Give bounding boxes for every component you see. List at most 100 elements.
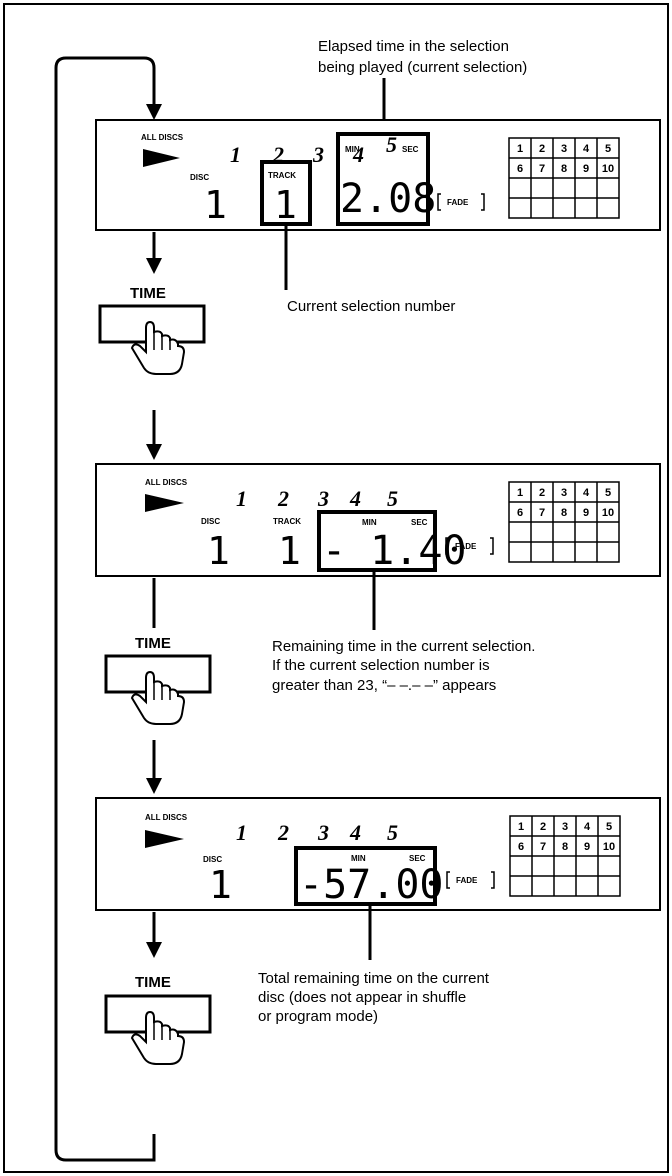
display-panel-2: ALL DISCS 1 2 3 4 5 DISC 1 TRACK 1 MIN S… (95, 463, 661, 577)
caption-remaining-line1: Remaining time in the current selection. (272, 638, 535, 655)
grid-track-number: 10 (602, 163, 614, 175)
time-button-3[interactable]: TIME (104, 974, 212, 1065)
disc-label: DISC (190, 173, 209, 182)
disc-readout: 1 (207, 529, 230, 573)
caption-elapsed-line2: being played (current selection) (318, 59, 527, 76)
caption-remaining-line2: If the current selection number is (272, 657, 490, 674)
time-button-label-3: TIME (135, 974, 171, 991)
display-panel-3: ALL DISCS 1 2 3 4 5 DISC 1 MIN SEC -57.0… (95, 797, 661, 911)
min-label: MIN (345, 145, 360, 154)
grid-track-number: 6 (517, 507, 523, 519)
time-readout: - 1.40 (322, 528, 467, 574)
grid-track-number: 3 (561, 143, 567, 155)
min-label: MIN (362, 518, 377, 527)
disc-label: DISC (201, 517, 220, 526)
grid-track-number: 9 (583, 507, 589, 519)
fade-bracket (445, 537, 494, 555)
pressing-hand-icon (130, 320, 186, 375)
time-highlight-box (294, 846, 437, 906)
pressing-hand-icon (130, 1010, 186, 1065)
disc-indicator-4: 4 (349, 486, 361, 511)
all-discs-label: ALL DISCS (145, 478, 188, 487)
grid-track-number: 4 (584, 821, 591, 833)
grid-track-number: 3 (561, 487, 567, 499)
grid-track-number: 5 (605, 143, 611, 155)
grid-track-number: 4 (583, 143, 590, 155)
fade-bracket (437, 193, 485, 211)
disc-indicator-3: 3 (317, 820, 329, 845)
disc-indicator-4: 4 (352, 142, 364, 167)
grid-track-number: 1 (517, 487, 523, 499)
caption-total-line1: Total remaining time on the current (258, 970, 490, 987)
play-indicator-icon (145, 494, 184, 512)
outer-frame (3, 3, 669, 1173)
caption-current-selection: Current selection number (287, 298, 455, 315)
fade-label: FADE (447, 198, 469, 207)
track-grid: 1 2 3 4 5 6 7 8 9 10 (508, 137, 620, 219)
time-highlight-box (336, 132, 430, 226)
disc-indicator-1: 1 (236, 820, 247, 845)
fade-bracket (446, 871, 495, 889)
fade-label: FADE (456, 876, 478, 885)
grid-track-number: 9 (583, 163, 589, 175)
disc-indicator-3: 3 (317, 486, 329, 511)
disc-label: DISC (203, 855, 222, 864)
time-highlight-box (317, 510, 437, 572)
grid-track-number: 7 (539, 507, 545, 519)
grid-track-number: 6 (517, 163, 523, 175)
grid-track-number: 10 (603, 841, 615, 853)
grid-track-number: 5 (605, 487, 611, 499)
time-readout: 2.08 (340, 176, 436, 222)
grid-track-number: 8 (561, 163, 567, 175)
time-button-2[interactable]: TIME (104, 635, 212, 725)
caption-total-line3: or program mode) (258, 1008, 378, 1025)
min-label: MIN (351, 854, 366, 863)
pressing-hand-icon (130, 670, 186, 725)
disc-readout: 1 (204, 183, 227, 227)
time-button-label-2: TIME (135, 635, 171, 652)
grid-track-number: 1 (517, 143, 523, 155)
fade-label: FADE (455, 542, 477, 551)
disc-indicator-4: 4 (349, 820, 361, 845)
arrow-head-1 (146, 258, 162, 274)
display-panel-1: ALL DISCS 1 2 3 4 5 DISC 1 TRACK 1 MIN S… (95, 119, 661, 231)
grid-track-number: 2 (539, 143, 545, 155)
disc-indicator-3: 3 (312, 142, 324, 167)
sec-label: SEC (411, 518, 428, 527)
loop-line (54, 56, 156, 1162)
track-label: TRACK (273, 517, 301, 526)
arrow-head-3 (146, 778, 162, 794)
all-discs-label: ALL DISCS (145, 813, 188, 822)
all-discs-label: ALL DISCS (141, 133, 184, 142)
track-readout: 1 (278, 529, 301, 573)
grid-track-number: 8 (561, 507, 567, 519)
disc-indicator-2: 2 (277, 486, 289, 511)
grid-track-number: 6 (518, 841, 524, 853)
disc-indicator-5: 5 (386, 132, 397, 157)
arrow-head-4 (146, 942, 162, 958)
grid-track-number: 9 (584, 841, 590, 853)
sec-label: SEC (402, 145, 419, 154)
loop-arrow-head (146, 104, 162, 120)
caption-total-line2: disc (does not appear in shuffle (258, 989, 466, 1006)
grid-track-number: 1 (518, 821, 524, 833)
grid-track-number: 7 (540, 841, 546, 853)
grid-track-number: 3 (562, 821, 568, 833)
grid-track-number: 5 (606, 821, 612, 833)
play-indicator-icon (145, 830, 184, 848)
disc-indicator-5: 5 (387, 486, 398, 511)
disc-indicator-1: 1 (230, 142, 241, 167)
play-indicator-icon (143, 149, 180, 167)
time-button-1[interactable]: TIME (98, 285, 206, 375)
grid-track-number: 7 (539, 163, 545, 175)
time-button-label-1: TIME (130, 285, 166, 302)
sec-label: SEC (409, 854, 426, 863)
grid-track-number: 2 (540, 821, 546, 833)
disc-readout: 1 (209, 863, 232, 907)
track-readout: 1 (274, 183, 297, 227)
disc-indicator-2: 2 (277, 820, 289, 845)
caption-remaining-line3: greater than 23, “– –.– –” appears (272, 677, 496, 694)
arrow-head-2 (146, 444, 162, 460)
